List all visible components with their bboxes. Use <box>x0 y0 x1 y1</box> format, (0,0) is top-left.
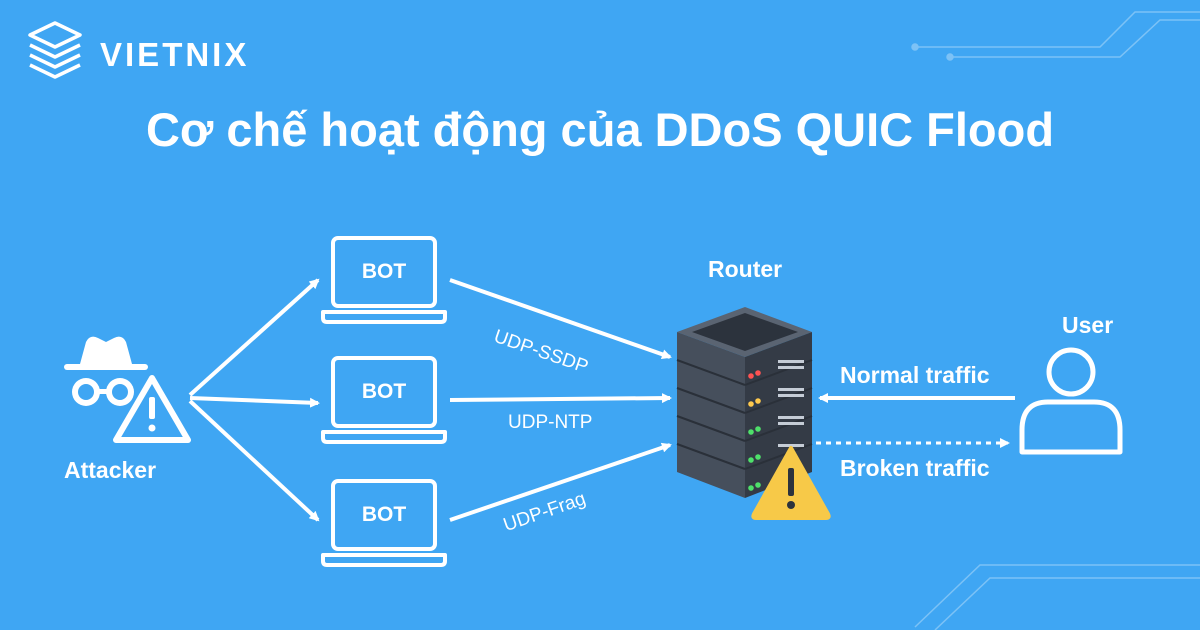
logo-icon <box>28 21 82 79</box>
page-title: Cơ chế hoạt động của DDoS QUIC Flood <box>145 103 1055 156</box>
circuit-decoration-bottom <box>914 564 1200 630</box>
traffic-arrows <box>816 393 1015 448</box>
edge-label-udp-ntp: UDP-NTP <box>508 412 593 433</box>
attacker-label: Attacker <box>64 457 157 483</box>
user-icon <box>1019 347 1123 455</box>
brand-name: VIETNIX <box>100 36 250 73</box>
normal-traffic-label: Normal traffic <box>840 362 990 388</box>
laptop-icon <box>321 236 447 324</box>
laptop-icon <box>321 356 447 444</box>
bot-label: BOT <box>361 503 407 526</box>
attack-arrows <box>188 278 320 522</box>
laptop-icon <box>321 479 447 567</box>
broken-traffic-label: Broken traffic <box>840 455 990 481</box>
user-label: User <box>1062 312 1114 338</box>
flood-arrows <box>449 278 672 522</box>
server-icon <box>676 307 813 498</box>
warning-icon <box>113 375 191 443</box>
circuit-decoration-top <box>911 11 1200 61</box>
bot-label: BOT <box>361 260 407 283</box>
router-label: Router <box>708 256 783 282</box>
spy-icon <box>64 336 148 406</box>
bot-label: BOT <box>361 380 407 403</box>
warning-icon <box>751 446 831 520</box>
